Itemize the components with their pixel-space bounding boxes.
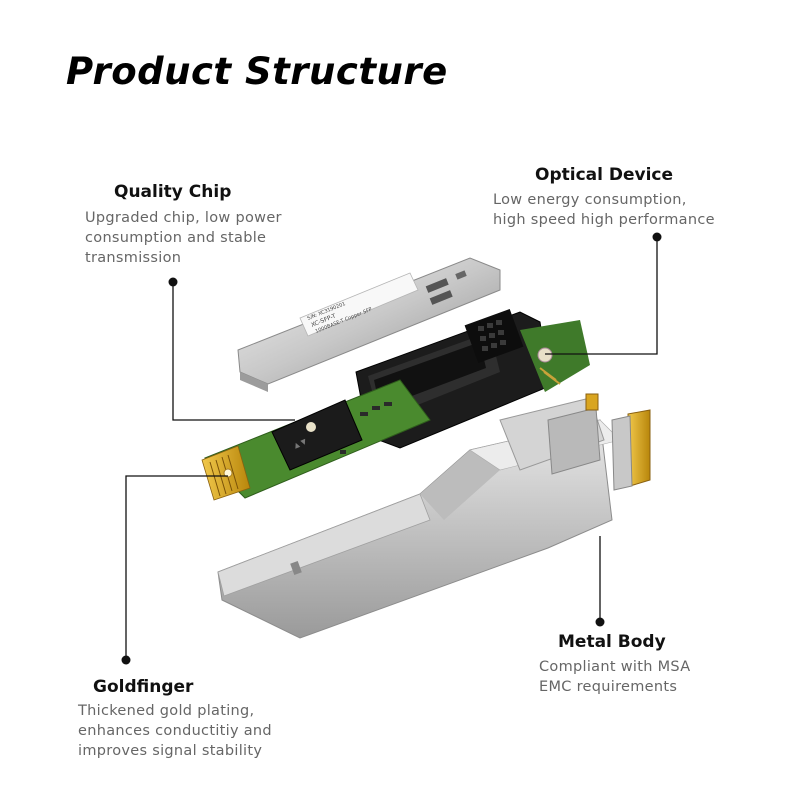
leader-lines [125,237,658,660]
metal-body-desc-line: Compliant with MSA [539,659,691,675]
quality-chip-desc-line: Upgraded chip, low power [85,210,282,226]
main-pcb: ▲ ▼ [201,379,431,501]
goldfinger-desc-line: Thickened gold plating, [78,703,255,719]
quality-chip-leader-dot [168,277,178,287]
optical-device-desc-line: Low energy consumption, [493,192,687,208]
goldfinger-label: Goldfinger [93,677,194,697]
page-title: Product Structure [66,50,448,93]
optical-device-desc-line: high speed high performance [493,212,715,228]
metal-body-label: Metal Body [558,632,666,652]
quality-chip-leader [172,282,295,421]
metal-body-leader-dot [595,617,605,627]
quality-chip-desc-line: transmission [85,250,182,266]
metal-body-description: Compliant with MSA EMC requirements [539,657,690,697]
quality-chip-desc-line: consumption and stable [85,230,267,246]
leader-dots [121,232,662,665]
goldfinger-leader [125,475,228,660]
top-cover-plate: XC-SFP-T 1000BASE-T Copper SFP S/N: XC31… [237,257,501,392]
metal-body-desc-line: EMC requirements [539,679,678,695]
optical-device-leader-dot [652,232,662,242]
goldfinger-desc-line: enhances conductitiy and [78,723,272,739]
optical-device-label: Optical Device [535,165,674,185]
metal-body-cage [217,393,651,639]
optical-device-description: Low energy consumption, high speed high … [493,190,715,230]
goldfinger-desc-line: improves signal stability [78,743,263,759]
product-label-sticker [299,272,419,337]
quality-chip-label: Quality Chip [114,182,232,202]
goldfinger-leader-dot [121,655,131,665]
goldfinger-description: Thickened gold plating, enhances conduct… [78,701,272,761]
optical-device-leader [545,237,658,355]
quality-chip-description: Upgraded chip, low power consumption and… [85,208,282,268]
